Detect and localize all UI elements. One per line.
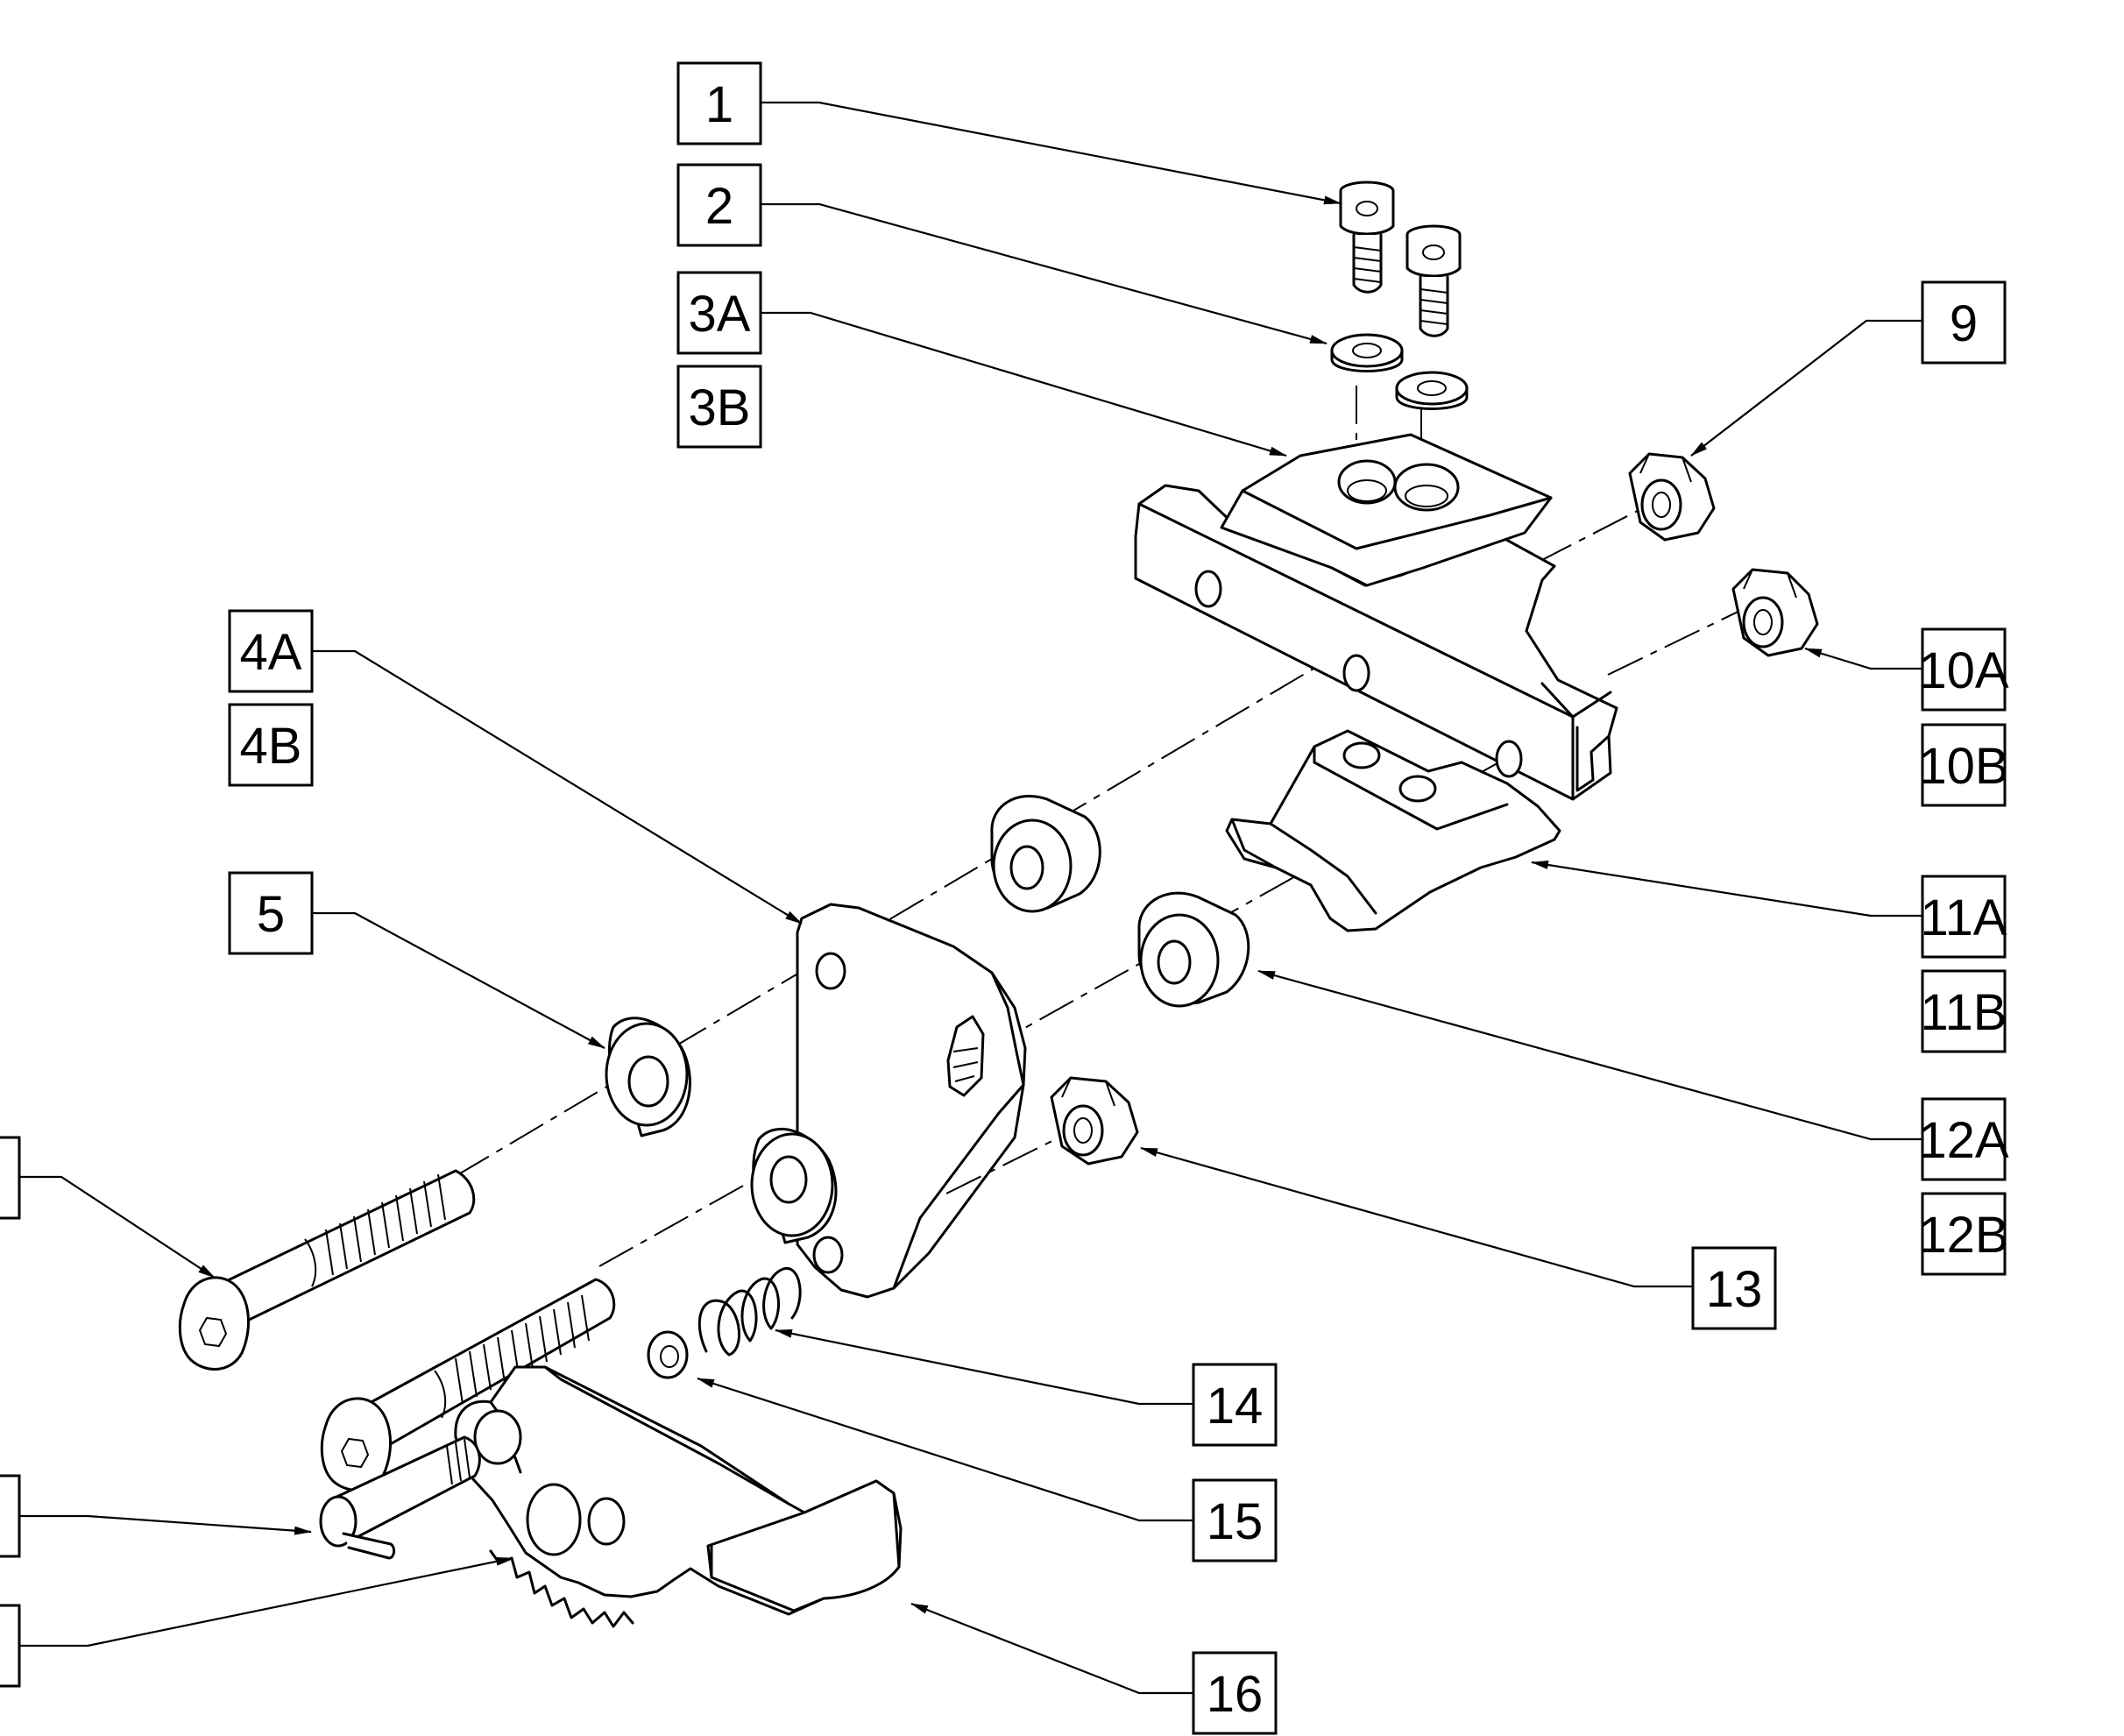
threaded-pin (319, 1435, 481, 1560)
callout-10B: 10B (1918, 723, 2009, 807)
washer-bracket-lower (750, 1128, 838, 1244)
spacer-lower (1137, 891, 1250, 1008)
bracket-plate (796, 903, 1027, 1299)
callout-label: 4B (240, 718, 302, 775)
callout-label: 14 (1207, 1378, 1264, 1435)
callout-label: 3A (689, 286, 751, 343)
callout-label: 11A (1921, 889, 2007, 946)
small-washer (647, 1330, 689, 1379)
leader-lines (19, 101, 1922, 1695)
washer-5 (605, 1017, 691, 1137)
callout-4A: 4A (228, 609, 314, 693)
callout-12B: 12B (1918, 1192, 2009, 1276)
callout-16: 16 (1192, 1651, 1278, 1735)
callout-label: 10B (1918, 738, 2008, 795)
callout-10A: 10A (1918, 627, 2009, 712)
callout-12A: 12A (1918, 1097, 2009, 1181)
callout-label: 15 (1207, 1493, 1264, 1550)
release-lever (454, 1365, 903, 1628)
callout-9: 9 (1921, 280, 2007, 365)
callout-label: 1 (705, 76, 733, 133)
callout-label: 10A (1918, 642, 2009, 699)
callout-3B: 3B (676, 365, 762, 449)
callout-3A: 3A (676, 271, 762, 355)
callout-label: 3B (689, 379, 751, 436)
callout-13: 13 (1691, 1246, 1777, 1330)
flat-washer-right (1395, 371, 1469, 410)
callout-label: 12B (1918, 1207, 2008, 1264)
callout-cropped-left-3 (0, 1604, 21, 1688)
callout-1: 1 (676, 61, 762, 145)
callout-label: 16 (1207, 1666, 1264, 1723)
flat-washer-left (1330, 333, 1404, 372)
callout-4B: 4B (228, 703, 314, 787)
callout-cropped-left-1 (0, 1136, 21, 1220)
callout-11B: 11B (1921, 969, 2007, 1053)
callout-label: 2 (705, 178, 733, 235)
long-bolt-upper (178, 1169, 476, 1371)
callout-label: 11B (1921, 984, 2007, 1041)
callout-14: 14 (1192, 1363, 1278, 1447)
callout-5: 5 (228, 871, 314, 955)
spacer-upper (990, 794, 1101, 913)
callout-label: 13 (1706, 1261, 1763, 1318)
compression-spring (697, 1267, 802, 1357)
callout-2: 2 (676, 163, 762, 247)
callout-15: 15 (1192, 1478, 1278, 1562)
upper-clamp-body (1134, 433, 1618, 801)
cap-screw-right (1405, 224, 1462, 337)
callout-cropped-left-2 (0, 1474, 21, 1558)
cap-screw-left (1339, 181, 1395, 294)
hex-nut-13 (1050, 1076, 1139, 1166)
callout-label: 12A (1918, 1112, 2009, 1169)
callout-label: 5 (257, 886, 285, 943)
callout-11A: 11A (1921, 875, 2007, 959)
callout-label: 9 (1950, 295, 1978, 352)
lower-clamp-half (1225, 729, 1561, 932)
hex-nut-9 (1628, 452, 1716, 542)
callout-label: 4A (240, 624, 302, 681)
hex-nut-10 (1731, 568, 1819, 657)
